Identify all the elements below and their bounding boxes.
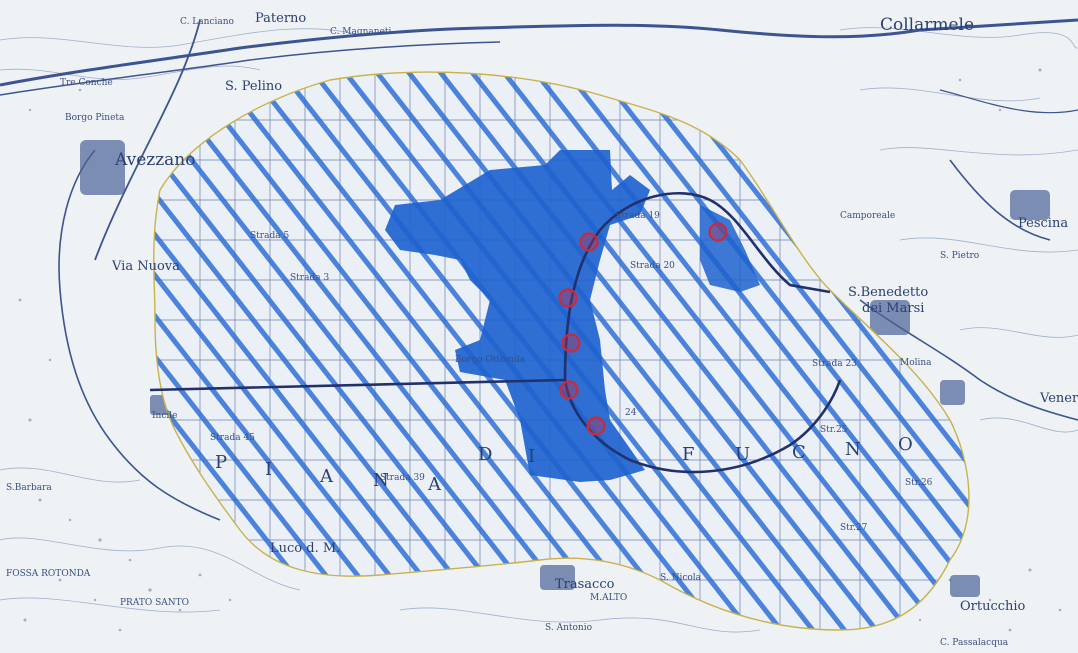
contour-lines [0, 27, 1078, 633]
route-marker [708, 222, 728, 242]
central-blue-zone [385, 150, 650, 482]
label-strada-25: Str.25 [820, 425, 848, 435]
label-ortucchio: Ortucchio [960, 599, 1026, 614]
label-strada-27: Str.27 [840, 523, 868, 533]
plain-name-label: P I A N A D I F U C N O [215, 434, 915, 495]
label-strada-20: Strada 20 [630, 261, 675, 271]
place-labels: Collarmele Avezzano S. Pelino Paterno C.… [6, 11, 1078, 648]
label-venere: Venere [1039, 391, 1078, 406]
label-fossa-rotonda: FOSSA ROTONDA [6, 569, 91, 579]
route-marker [559, 380, 579, 400]
piana-letter: F [682, 444, 697, 465]
plain-boundary [153, 71, 970, 631]
label-s-nicola: S. Nicola [660, 573, 702, 583]
label-borgo-pineta: Borgo Pineta [65, 113, 125, 123]
piana-letter: C [792, 442, 808, 463]
label-c-passalacqua: C. Passalacqua [940, 638, 1009, 648]
label-strada-3: Strada 3 [290, 273, 329, 283]
label-incile: Incile [152, 411, 177, 421]
label-camporeale: Camporeale [840, 211, 895, 221]
label-c-laciano: C. Lanciano [180, 17, 234, 27]
route-marker [558, 288, 578, 308]
label-m-alto: M.ALTO [590, 593, 627, 603]
label-strada-23: Strada 23 [812, 359, 857, 369]
label-strada-45: Strada 45 [210, 433, 255, 443]
label-s-barbara: S.Barbara [6, 483, 52, 493]
label-via-nuova: Via Nuova [111, 259, 180, 274]
east-blue-zone [700, 205, 760, 292]
road-labels: Strada 3 Strada 5 Strada 19 Strada 20 St… [210, 211, 933, 533]
piana-letter: U [735, 444, 752, 465]
label-s-benedetto: S.Benedetto [848, 285, 928, 300]
label-dei-marsi: dei Marsi [862, 301, 924, 316]
label-prato-santo: PRATO SANTO [120, 598, 189, 608]
terrain-texture [18, 68, 1062, 632]
label-s-antonio: S. Antonio [545, 623, 592, 633]
label-molina: Molina [900, 358, 932, 368]
piana-letter: I [528, 446, 537, 467]
label-s-pelino: S. Pelino [225, 79, 282, 94]
piana-letter: I [265, 459, 274, 480]
route-marker [586, 416, 606, 436]
piana-letter: A [427, 474, 443, 495]
label-strada-24: 24 [625, 408, 637, 418]
label-strada-39: Strada 39 [380, 473, 425, 483]
piana-letter: N [373, 470, 391, 491]
label-trasacco: Trasacco [555, 577, 615, 592]
label-strada-26: Str.26 [905, 478, 933, 488]
road-network [0, 18, 1078, 521]
label-pescina: Pescina [1018, 216, 1068, 231]
label-paterno: Paterno [255, 11, 306, 26]
label-tre-conche: Tre Conche [60, 78, 113, 88]
town-areas [80, 140, 1050, 597]
route-marker [561, 333, 581, 353]
piana-letter: O [898, 434, 915, 455]
label-c-magnaneti: C. Magnaneti [330, 27, 392, 37]
label-avezzano: Avezzano [114, 150, 195, 170]
label-s-pietro: S. Pietro [940, 251, 979, 261]
route-marker [579, 232, 599, 252]
marker-layer [558, 222, 728, 436]
label-luco: Luco d. M. [270, 541, 340, 556]
piana-letter: P [215, 452, 229, 473]
piana-letter: N [845, 439, 863, 460]
piana-letter: A [319, 466, 335, 487]
label-strada-19: Strada 19 [615, 211, 660, 221]
label-borgo-ottomila: Borgo Ottomila [455, 355, 526, 365]
piana-letter: D [478, 444, 494, 465]
label-collarmele: Collarmele [880, 15, 974, 35]
label-strada-5: Strada 5 [250, 231, 289, 241]
